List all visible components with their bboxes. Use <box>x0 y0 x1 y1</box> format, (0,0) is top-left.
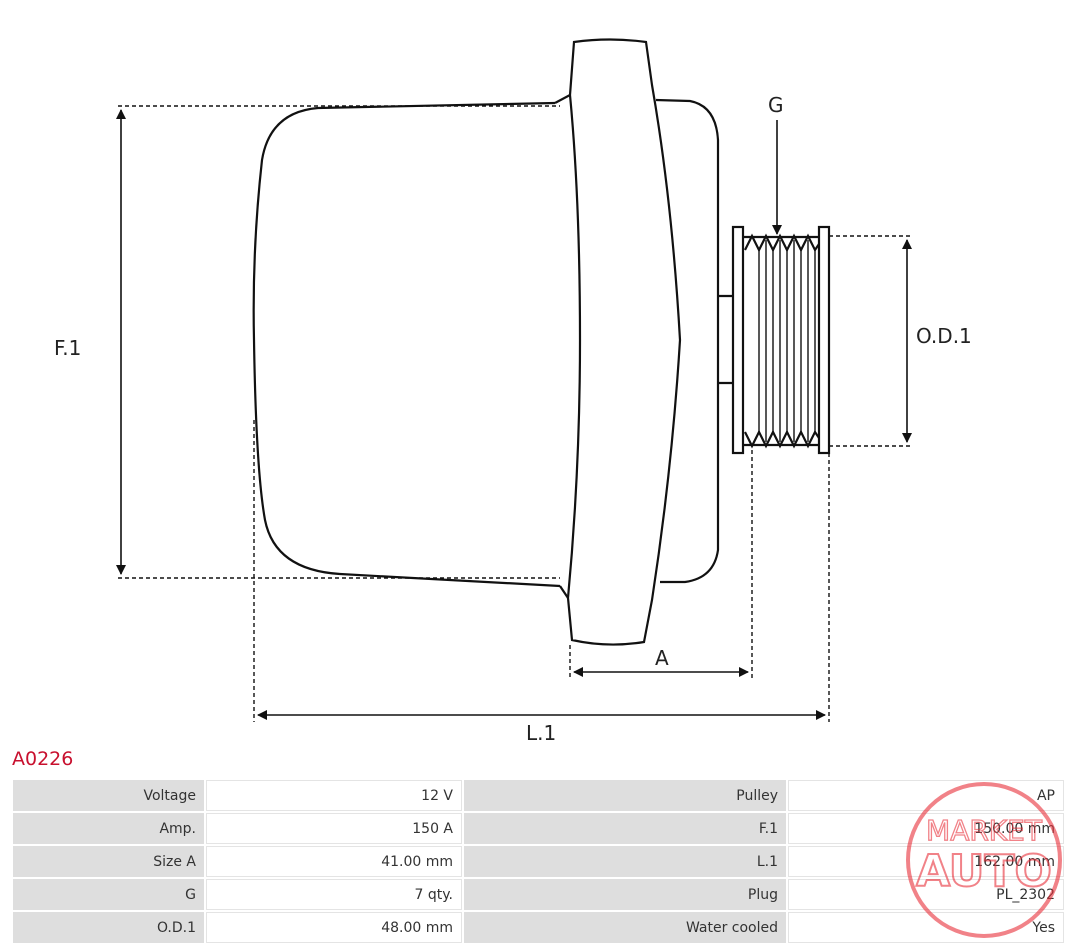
spec-value: AP <box>788 780 1064 811</box>
spec-label: L.1 <box>464 846 786 877</box>
spec-label: Voltage <box>13 780 204 811</box>
rear-cover <box>655 98 720 584</box>
spec-label: F.1 <box>464 813 786 844</box>
spec-value: PL_2302 <box>788 879 1064 910</box>
pulley-plate-rear <box>731 225 745 455</box>
pulley-grooves-bottom <box>744 429 820 449</box>
spec-value: Yes <box>788 912 1064 943</box>
label-g: G <box>768 93 784 117</box>
label-od1: O.D.1 <box>916 324 972 348</box>
main-housing <box>252 101 561 588</box>
shaft <box>718 294 733 385</box>
table-row: G 7 qty. Plug PL_2302 <box>13 879 1064 910</box>
pulley-grooves-top <box>744 233 820 253</box>
label-a: A <box>655 646 669 670</box>
spec-value: 150 A <box>206 813 462 844</box>
table-row: Size A 41.00 mm L.1 162.00 mm <box>13 846 1064 877</box>
spec-label: G <box>13 879 204 910</box>
spec-label: Size A <box>13 846 204 877</box>
spec-label: Water cooled <box>464 912 786 943</box>
dimension-arrows <box>116 109 912 720</box>
extension-lines <box>118 105 912 722</box>
spec-value: 162.00 mm <box>788 846 1064 877</box>
spec-label: Plug <box>464 879 786 910</box>
label-l1: L.1 <box>526 721 556 745</box>
spec-value: 12 V <box>206 780 462 811</box>
part-code: A0226 <box>12 748 74 770</box>
table-row: O.D.1 48.00 mm Water cooled Yes <box>13 912 1064 943</box>
spec-value: 41.00 mm <box>206 846 462 877</box>
spec-value: 7 qty. <box>206 879 462 910</box>
front-flange <box>566 38 682 646</box>
alternator-drawing: F.1 G O.D.1 A L.1 <box>54 38 972 745</box>
alternator-body <box>252 38 831 646</box>
spec-value: 48.00 mm <box>206 912 462 943</box>
table-row: Voltage 12 V Pulley AP <box>13 780 1064 811</box>
spec-label: Pulley <box>464 780 786 811</box>
spec-label: O.D.1 <box>13 912 204 943</box>
pulley-plate-front <box>817 225 831 455</box>
spec-table: Voltage 12 V Pulley AP Amp. 150 A F.1 15… <box>11 778 1066 945</box>
label-f1: F.1 <box>54 336 81 360</box>
spec-value: 150.00 mm <box>788 813 1064 844</box>
table-row: Amp. 150 A F.1 150.00 mm <box>13 813 1064 844</box>
spec-label: Amp. <box>13 813 204 844</box>
